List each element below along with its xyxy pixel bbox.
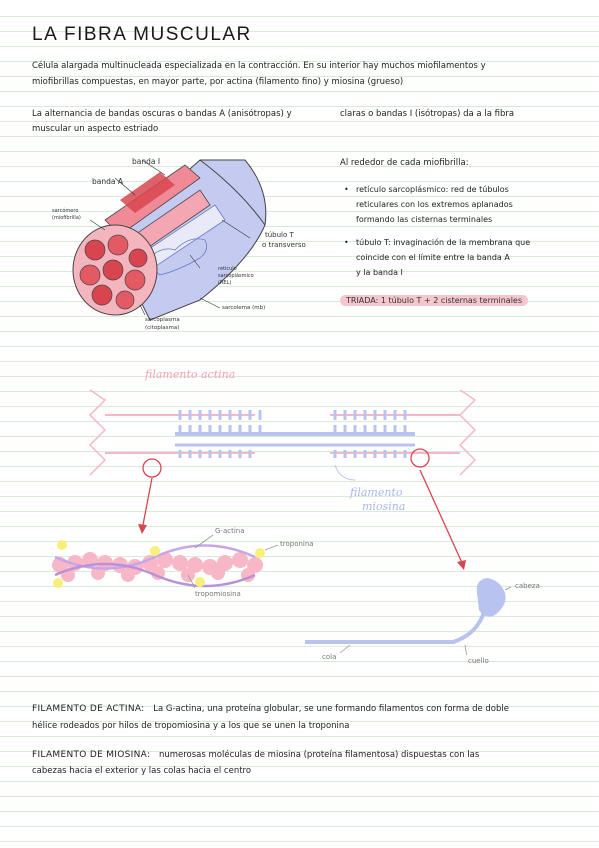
- label-troponina: troponina: [280, 540, 314, 548]
- definition-actina-text-1: La G-actina, una proteína globular, se u…: [153, 704, 509, 714]
- myofibril-heading: Al rededor de cada miofibrilla:: [340, 158, 469, 168]
- myofibril-notes-list: retículo sarcoplásmico: red de túbulos r…: [344, 182, 584, 280]
- muscle-fiber-diagram: [72, 159, 267, 321]
- label-cola: cola: [322, 653, 337, 661]
- intro-line-2: miofibrillas compuestas, en mayor parte,…: [32, 77, 404, 87]
- label-tropomiosina: tropomiosina: [195, 590, 241, 598]
- note-reticulo: retículo sarcoplásmico: red de túbulos r…: [344, 182, 584, 227]
- label-sarcolema: sarcolema (mb): [222, 305, 266, 311]
- label-cuello: cuello: [468, 657, 489, 665]
- sarcomere-diagram: [88, 389, 477, 481]
- page-title: LA FIBRA MUSCULAR: [32, 24, 252, 45]
- definition-actina-line-2: hélice rodeados por hilos de tropomiosin…: [32, 721, 350, 731]
- note-tubulo-line-3: y la banda I: [356, 268, 403, 277]
- note-reticulo-line-1: retículo sarcoplásmico: red de túbulos: [356, 185, 509, 194]
- bands-line-1-right: claras o bandas I (isótropas) da a la fi…: [340, 109, 515, 119]
- zoom-arrows: [138, 470, 466, 570]
- label-filamento-miosina-2: miosina: [362, 500, 406, 513]
- label-transverso: o transverso: [262, 241, 306, 249]
- bands-line-1-left: La alternancia de bandas oscuras o banda…: [32, 109, 292, 119]
- bands-line-2: muscular un aspecto estriado: [32, 124, 159, 134]
- definition-actina-line-1: FILAMENTO DE ACTINA: La G-actina, una pr…: [32, 702, 509, 717]
- term-filamento-actina: FILAMENTO DE ACTINA:: [32, 704, 145, 714]
- label-sarcomero: sarcómero (miofibrilla): [52, 208, 81, 221]
- intro-line-1: Célula alargada multinucleada especializ…: [32, 61, 486, 71]
- note-reticulo-line-2: reticulares con los extremos aplanados: [356, 200, 513, 209]
- label-reticulo: retículo sarcoplásmico (REL): [218, 266, 254, 286]
- label-tubulo-t: túbulo T: [265, 231, 294, 239]
- myosin-detail-diagram: [305, 578, 512, 655]
- definition-miosina-line-2: cabezas hacia el exterior y las colas ha…: [32, 766, 252, 776]
- label-g-actina: G-actina: [215, 527, 245, 535]
- term-filamento-miosina: FILAMENTO DE MIOSINA:: [32, 750, 151, 760]
- label-cabeza: cabeza: [515, 582, 540, 590]
- definition-miosina-line-1: FILAMENTO DE MIOSINA: numerosas molécula…: [32, 748, 479, 763]
- label-filamento-miosina-1: filamento: [350, 486, 403, 499]
- actin-detail-diagram: [52, 540, 265, 588]
- label-filamento-actina: filamento actina: [145, 368, 236, 381]
- label-banda-i: banda I: [132, 157, 161, 166]
- actin-label-lines: [187, 534, 279, 589]
- label-banda-a: banda A: [92, 177, 123, 186]
- arrow-head-right-icon: [457, 560, 466, 570]
- label-sarcoplasma: sarcoplasma (citoplasma): [145, 317, 180, 331]
- note-reticulo-line-3: formando las cisternas terminales: [356, 215, 493, 224]
- triada-highlight: TRIADA: 1 túbulo T + 2 cisternas termina…: [340, 295, 529, 306]
- note-tubulo-line-2: coincide con el límite entre la banda A: [356, 253, 510, 262]
- note-tubulo-line-1: túbulo T: invaginación de la membrana qu…: [356, 238, 531, 247]
- arrow-head-left-icon: [138, 524, 147, 534]
- note-tubulo-t: túbulo T: invaginación de la membrana qu…: [344, 235, 584, 280]
- definition-miosina-text-1: numerosas moléculas de miosina (proteína…: [158, 750, 480, 760]
